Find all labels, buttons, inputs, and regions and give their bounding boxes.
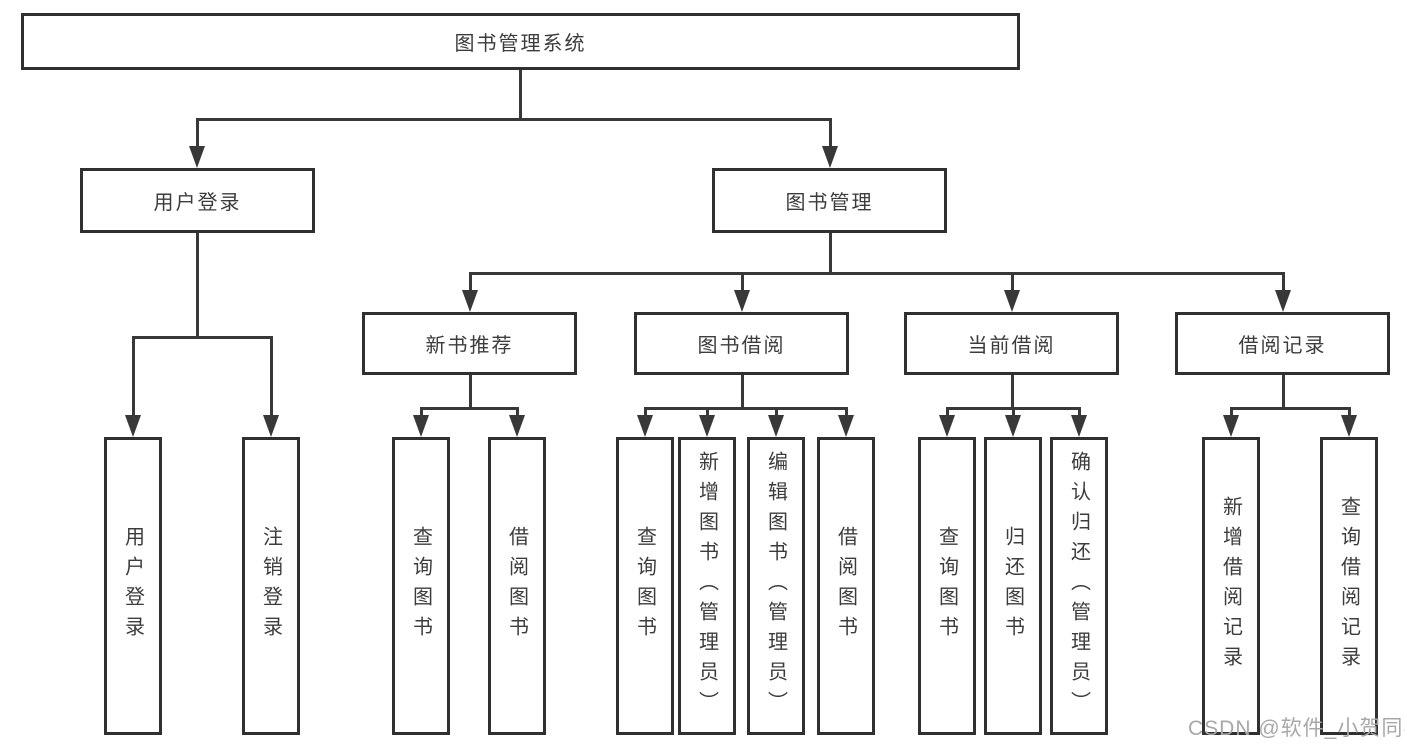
leaf-borrowing-borrow-book: 借阅图书	[817, 437, 875, 735]
connector-line	[741, 272, 744, 292]
connector-line	[270, 336, 273, 417]
leaf-logout: 注销登录	[242, 437, 300, 735]
connector-line	[132, 336, 273, 339]
arrow-down-icon	[413, 415, 429, 437]
connector-line	[196, 118, 832, 121]
leaf-borrowing-add-book-admin: 新增图书（管理员）	[678, 437, 736, 735]
connector-line	[1078, 407, 1081, 417]
arrow-down-icon	[509, 415, 525, 437]
connector-line	[420, 407, 423, 417]
connector-line	[644, 407, 647, 417]
leaf-records-add-record: 新增借阅记录	[1202, 437, 1260, 735]
arrow-down-icon	[1223, 415, 1239, 437]
arrow-down-icon	[125, 415, 141, 437]
arrow-down-icon	[768, 415, 784, 437]
node-label: 用户登录	[121, 526, 144, 646]
connector-line	[829, 118, 832, 148]
connector-line	[706, 407, 709, 417]
leaf-current-confirm-return-admin: 确认归还（管理员）	[1050, 437, 1108, 735]
leaf-current-query-book: 查询图书	[918, 437, 976, 735]
connector-line	[845, 407, 848, 417]
connector-line	[775, 407, 778, 417]
node-label: 图书借阅	[697, 335, 786, 357]
leaf-current-return-book: 归还图书	[984, 437, 1042, 735]
node-current-borrowing: 当前借阅	[904, 312, 1119, 375]
connector-line	[516, 407, 519, 417]
arrow-down-icon	[822, 146, 838, 168]
leaf-user-login: 用户登录	[104, 437, 162, 735]
node-label: 归还图书	[1001, 526, 1024, 646]
connector-line	[469, 272, 1285, 275]
arrow-down-icon	[734, 290, 750, 312]
leaf-borrowing-query-book: 查询图书	[616, 437, 674, 735]
csdn-watermark: CSDN @软件_小贺同学	[1188, 717, 1405, 740]
node-user-login-group: 用户登录	[80, 168, 315, 233]
connector-line	[1012, 407, 1015, 417]
connector-line	[1011, 375, 1014, 410]
arrow-down-icon	[189, 146, 205, 168]
connector-line	[420, 407, 519, 410]
node-book-borrowing: 图书借阅	[634, 312, 849, 375]
node-label: 新增图书（管理员）	[695, 451, 718, 721]
arrow-down-icon	[1275, 290, 1291, 312]
connector-line	[1230, 407, 1233, 417]
node-label: 查询借阅记录	[1337, 496, 1360, 676]
connector-line	[1282, 272, 1285, 292]
node-label: 查询图书	[935, 526, 958, 646]
node-label: 编辑图书（管理员）	[764, 451, 787, 721]
arrow-down-icon	[1004, 290, 1020, 312]
arrow-down-icon	[1341, 415, 1357, 437]
node-label: 图书管理	[785, 192, 874, 214]
arrow-down-icon	[699, 415, 715, 437]
leaf-records-query-record: 查询借阅记录	[1320, 437, 1378, 735]
connector-line	[946, 407, 949, 417]
arrow-down-icon	[462, 290, 478, 312]
node-label: 图书管理系统	[454, 33, 587, 55]
connector-line	[132, 336, 135, 417]
node-borrowing-records: 借阅记录	[1175, 312, 1390, 375]
node-label: 借阅图书	[505, 526, 528, 646]
connector-line	[469, 375, 472, 410]
connector-line	[1282, 375, 1285, 410]
node-label: 确认归还（管理员）	[1067, 451, 1090, 721]
arrow-down-icon	[637, 415, 653, 437]
connector-line	[1011, 272, 1014, 292]
connector-line	[196, 233, 199, 339]
leaf-borrowing-edit-book-admin: 编辑图书（管理员）	[747, 437, 805, 735]
connector-line	[829, 233, 832, 275]
arrow-down-icon	[939, 415, 955, 437]
leaf-recommend-query-book: 查询图书	[392, 437, 450, 735]
node-label: 借阅图书	[834, 526, 857, 646]
node-label: 注销登录	[259, 526, 282, 646]
node-root-library-system: 图书管理系统	[21, 13, 1020, 70]
connector-line	[196, 118, 199, 148]
arrow-down-icon	[1071, 415, 1087, 437]
connector-line	[1230, 407, 1351, 410]
arrow-down-icon	[1005, 415, 1021, 437]
arrow-down-icon	[838, 415, 854, 437]
connector-line	[469, 272, 472, 292]
node-label: 新书推荐	[425, 335, 514, 357]
node-new-book-recommend: 新书推荐	[362, 312, 577, 375]
node-label: 用户登录	[153, 192, 242, 214]
connector-line	[644, 407, 848, 410]
arrow-down-icon	[263, 415, 279, 437]
node-label: 新增借阅记录	[1219, 496, 1242, 676]
connector-line	[519, 70, 522, 120]
connector-line	[1348, 407, 1351, 417]
connector-line	[741, 375, 744, 410]
node-book-management-group: 图书管理	[712, 168, 947, 233]
node-label: 查询图书	[409, 526, 432, 646]
node-label: 借阅记录	[1238, 335, 1327, 357]
node-label: 当前借阅	[967, 335, 1056, 357]
node-label: 查询图书	[633, 526, 656, 646]
leaf-recommend-borrow-book: 借阅图书	[488, 437, 546, 735]
